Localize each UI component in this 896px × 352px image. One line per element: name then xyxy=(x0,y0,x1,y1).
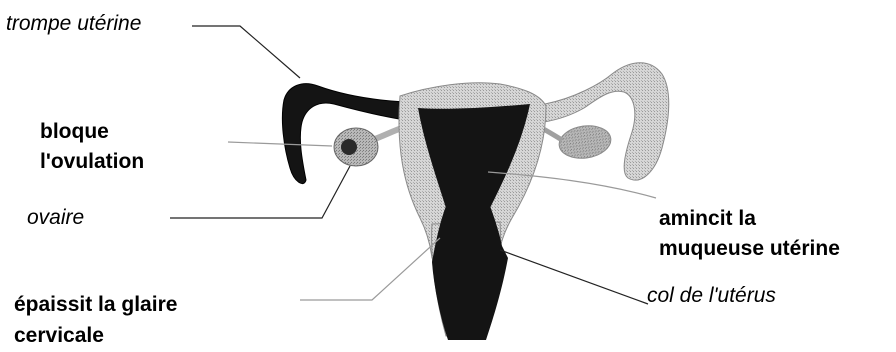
leader-bloque xyxy=(228,142,332,146)
right-ovary xyxy=(557,123,613,162)
label-trompe-uterine: trompe utérine xyxy=(6,13,141,34)
label-glaire-line2: cervicale xyxy=(14,325,104,346)
label-amincit-line1: amincit la xyxy=(659,208,756,229)
left-ovary-follicle xyxy=(341,139,357,155)
label-amincit-line2: muqueuse utérine xyxy=(659,238,840,259)
leader-glaire xyxy=(300,238,440,300)
right-fallopian-tube xyxy=(544,63,669,180)
label-bloque-line1: bloque xyxy=(40,121,109,142)
cervical-canal xyxy=(432,206,508,340)
leader-col xyxy=(500,250,648,304)
label-bloque-line2: l'ovulation xyxy=(40,151,144,172)
label-col-uterus: col de l'utérus xyxy=(647,285,776,306)
label-ovaire: ovaire xyxy=(27,207,84,228)
leader-trompe xyxy=(192,26,300,78)
leader-ovaire xyxy=(170,166,350,218)
label-glaire-line1: épaissit la glaire xyxy=(14,294,177,315)
